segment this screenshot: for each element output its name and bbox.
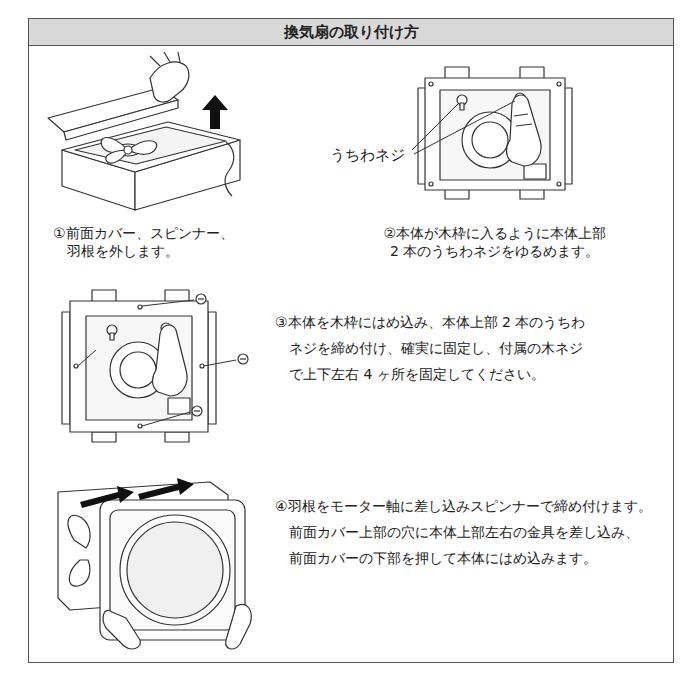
illustration-part [238, 354, 248, 364]
page-title: 換気扇の取り付け方 [29, 19, 673, 45]
illustration-part [128, 141, 157, 155]
illustration-part [80, 486, 134, 508]
illustration-part [92, 432, 116, 442]
illustration-part [196, 294, 206, 304]
illustration-part [472, 122, 508, 158]
illustration-part [557, 82, 561, 86]
illustration-part [153, 325, 188, 396]
illustration-part [69, 560, 90, 586]
illustration-part [62, 290, 216, 442]
illustration-part [124, 146, 132, 154]
illustration-part [412, 101, 515, 154]
illustration-part [192, 406, 202, 416]
illustration-part [202, 95, 228, 129]
step-text: ④羽根をモーター軸に差し込みスピンナーで締め付けます。 前面カバー上部の穴に本体… [275, 493, 674, 571]
illustration-part [29, 19, 674, 46]
illustration-part [78, 350, 96, 366]
illustration-part [120, 352, 156, 388]
illustration-part [127, 522, 223, 618]
illustration-part [200, 364, 204, 368]
illustration-part [138, 478, 194, 500]
illustration-part [514, 114, 532, 126]
illustration-part [194, 410, 200, 411]
illustration-part [150, 52, 180, 66]
illustration-part [150, 62, 189, 102]
step-text: ①前面カバー、スピンナー、 羽根を外します。 [53, 224, 266, 260]
illustration-part [64, 100, 178, 140]
illustration-part [165, 432, 189, 442]
illustration-part [226, 604, 251, 649]
illustration-part [520, 67, 544, 79]
illustration-part [70, 301, 208, 432]
illustration-part [62, 312, 70, 424]
illustration-part [120, 515, 230, 625]
illustration-part [58, 482, 251, 649]
illustration-part [507, 95, 542, 166]
illustration-part [48, 52, 240, 210]
illustration-part [103, 610, 140, 648]
callout-label: うちわネジ [330, 146, 405, 164]
illustration-part [80, 478, 194, 508]
illustration-part [92, 290, 116, 302]
illustration-part [210, 107, 220, 129]
illustration-part [142, 412, 190, 426]
illustration-part [204, 360, 236, 366]
illustration-part [142, 300, 194, 306]
illustration-part [110, 510, 235, 630]
illustration-part [74, 364, 78, 368]
illustration-part [208, 312, 216, 424]
illustration-part [557, 182, 561, 186]
illustration-part [240, 358, 246, 359]
illustration-part [414, 101, 515, 154]
illustration-part [29, 19, 674, 663]
illustration-part [429, 82, 433, 86]
illustration-part [202, 95, 228, 110]
step-text: ③本体を木枠にはめ込み、本体上部 2 本のうちわ ネジを締め付け、確実に固定し、… [275, 309, 611, 387]
illustration-part [138, 305, 142, 309]
illustration-part [192, 294, 248, 416]
illustration-part [165, 290, 189, 302]
illustration-part [445, 67, 469, 79]
illustration-part [429, 182, 433, 186]
illustration-part [425, 78, 565, 190]
illustration-part [68, 515, 90, 548]
illustration-part [225, 142, 234, 196]
illustration-part [418, 67, 572, 199]
illustration-part [168, 398, 190, 414]
illustration-part [460, 103, 464, 110]
illustration-part [198, 298, 204, 299]
illustration-part [110, 333, 114, 340]
illustration-part [138, 424, 142, 428]
step-text: ②本体が木枠に入るように本体上部 2 本のうちわネジをゆるめます。 [380, 224, 610, 260]
illustration-part [75, 127, 226, 164]
illustration-part [86, 316, 192, 420]
illustration-part [440, 90, 550, 180]
illustration-part [78, 300, 236, 426]
